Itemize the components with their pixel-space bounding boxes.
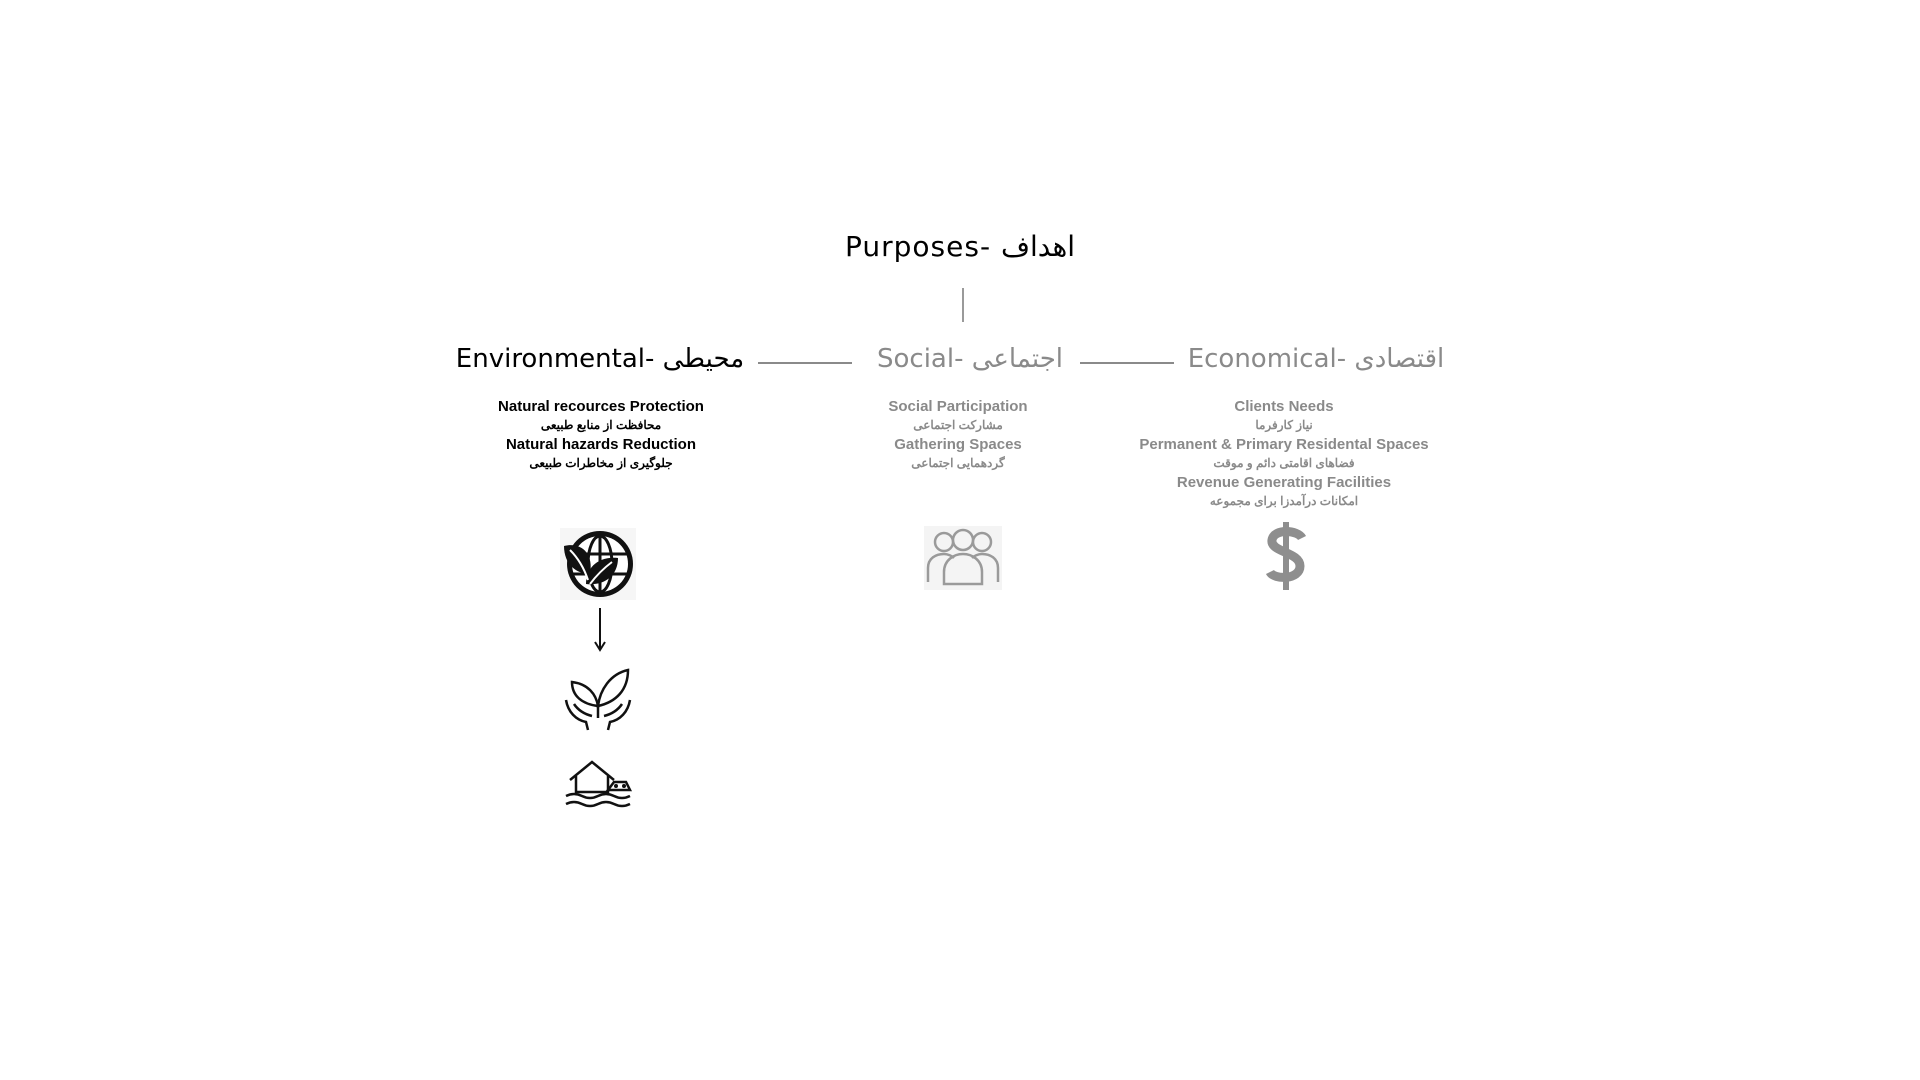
- people-group-icon: [924, 526, 1002, 590]
- economical-items: Clients Needs نیاز کارفرما Permanent & P…: [1084, 397, 1484, 511]
- econ-item-2-fa: فضاهای اقامتی دائم و موقت: [1213, 456, 1355, 470]
- title-connector: [962, 288, 964, 322]
- econ-item-1-en: Clients Needs: [1234, 398, 1334, 415]
- env-item-2-fa: جلوگیری از مخاطرات طبیعی: [529, 456, 673, 470]
- social-item-2-fa: گردهمایی اجتماعی: [911, 456, 1005, 470]
- flood-house-icon: [565, 760, 633, 808]
- connector-social-econ: [1080, 362, 1174, 364]
- social-items: Social Participation مشارکت اجتماعی Gath…: [758, 397, 1158, 473]
- hands-plant-icon: [564, 668, 632, 731]
- connector-env-social: [758, 362, 852, 364]
- globe-leaf-icon: [560, 528, 636, 600]
- heading-economical: Economical- اقتصادی: [1187, 344, 1445, 374]
- econ-item-2-en: Permanent & Primary Residental Spaces: [1139, 436, 1429, 453]
- diagram-title: Purposes- اهداف: [844, 230, 1075, 263]
- social-item-2-en: Gathering Spaces: [894, 436, 1022, 453]
- econ-item-3-fa: امکانات درآمدزا برای مجموعه: [1209, 494, 1359, 508]
- env-item-1-fa: محافظت از منابع طبیعی: [540, 418, 662, 432]
- environmental-items: Natural recources Protection محافظت از م…: [401, 397, 801, 473]
- heading-social: Social- اجتماعی: [876, 344, 1063, 374]
- dollar-sign-icon: [1265, 522, 1307, 590]
- heading-environmental: Environmental- محیطی: [455, 344, 745, 374]
- social-item-1-en: Social Participation: [888, 398, 1028, 415]
- down-arrow-icon: [594, 608, 606, 652]
- econ-item-3-en: Revenue Generating Facilities: [1176, 474, 1392, 491]
- social-item-1-fa: مشارکت اجتماعی: [913, 418, 1003, 432]
- econ-item-1-fa: نیاز کارفرما: [1255, 418, 1313, 432]
- env-item-2-en: Natural hazards Reduction: [505, 436, 697, 453]
- env-item-1-en: Natural recources Protection: [498, 398, 704, 415]
